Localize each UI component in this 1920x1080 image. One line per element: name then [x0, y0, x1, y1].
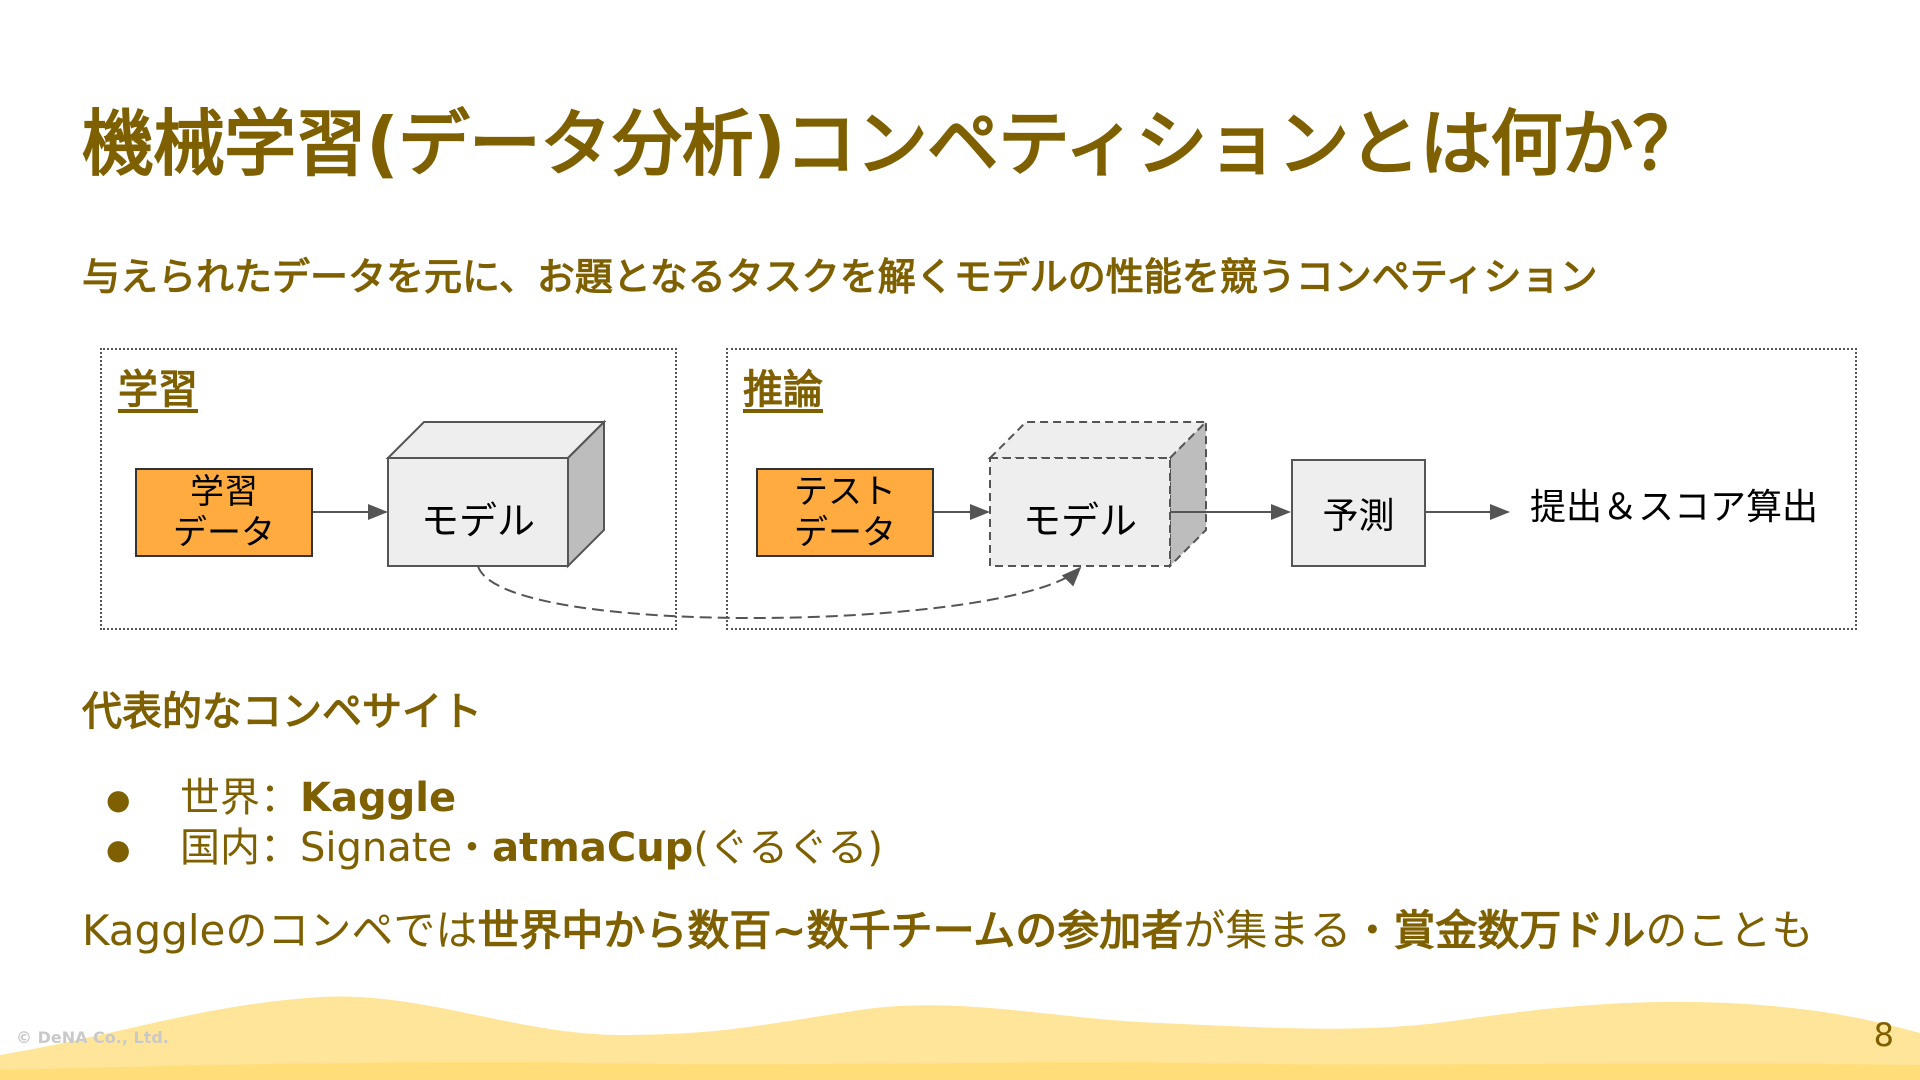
footer-wave — [0, 996, 1920, 1080]
list-item-bold: atmaCup — [492, 825, 694, 871]
kaggle-note: Kaggleのコンペでは世界中から数百~数千チームの参加者が集まる・賞金数万ドル… — [82, 910, 1813, 952]
train-section-label: 学習 — [118, 367, 198, 413]
submit-score-label: 提出＆スコア算出 — [1530, 487, 1819, 528]
bullet-icon: ● — [106, 783, 131, 816]
slide-subtitle: 与えられたデータを元に、お題となるタスクを解くモデルの性能を競うコンペティション — [82, 255, 1598, 299]
arrow-model-transfer — [477, 565, 1082, 620]
infer-model-cube — [987, 419, 1209, 569]
slide-title: 機械学習(データ分析)コンペティションとは何か？ — [82, 102, 1704, 186]
note-text: のことも — [1645, 906, 1814, 955]
page-number: 8 — [1873, 1016, 1894, 1054]
infer-section-label: 推論 — [743, 367, 823, 413]
copyright: © DeNA Co., Ltd. — [16, 1028, 169, 1047]
infer-section-frame — [726, 348, 1857, 630]
list-item-text: 国内：Signate・ — [180, 825, 493, 871]
train-data-box: 学習 データ — [135, 468, 313, 557]
list-item-bold: Kaggle — [300, 775, 457, 821]
train-model-cube — [385, 419, 607, 569]
note-emphasis: 世界中から数百~数千チームの参加者 — [477, 906, 1184, 955]
sites-heading: 代表的なコンペサイト — [82, 689, 482, 735]
list-item: ● 国内：Signate・atmaCup(ぐるぐる) — [106, 828, 883, 868]
note-text: Kaggleのコンペでは — [82, 906, 478, 955]
train-model-label: モデル — [420, 499, 535, 543]
train-section-frame — [100, 348, 677, 630]
note-text: が集まる・ — [1183, 906, 1394, 955]
list-item-suffix: (ぐるぐる) — [693, 825, 883, 871]
infer-model-label: モデル — [1022, 499, 1137, 543]
bullet-icon: ● — [106, 833, 131, 866]
test-data-box: テスト データ — [756, 468, 934, 557]
note-emphasis: 賞金数万ドル — [1393, 906, 1646, 955]
list-item-text: 世界： — [180, 775, 300, 821]
predict-box: 予測 — [1291, 459, 1426, 567]
list-item: ● 世界：Kaggle — [106, 778, 456, 818]
